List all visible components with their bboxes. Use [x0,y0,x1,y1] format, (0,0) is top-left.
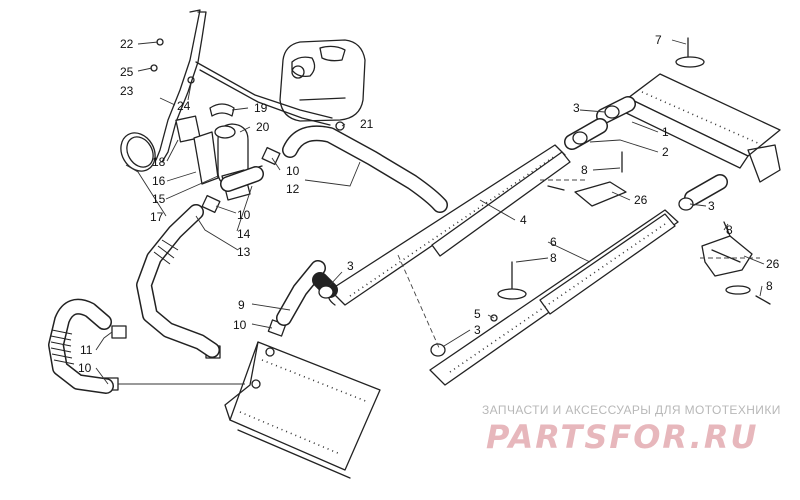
callout-10-low: 10 [233,318,247,332]
callout-5: 5 [474,307,481,321]
callout-8-d: 8 [550,251,557,265]
tunnel-heat-exchanger [224,341,381,479]
leader-lines [95,39,765,385]
end-clamps [318,105,694,357]
callout-2: 2 [662,145,669,159]
upper-hose [282,125,448,213]
watermark-tagline: ЗАПЧАСТИ И АКСЕССУАРЫ ДЛЯ МОТОТЕХНИКИ [482,403,781,417]
callout-19: 19 [254,101,268,115]
callout-3-c: 3 [708,199,715,213]
callout-3-a: 3 [347,259,354,273]
hose-9 [276,260,326,326]
callout-20: 20 [256,120,270,134]
hose-13 [136,204,220,358]
callout-21: 21 [360,117,374,131]
callout-26-a: 26 [634,193,648,207]
callout-12: 12 [286,182,300,196]
callout-14: 14 [237,227,251,241]
callout-10-top: 10 [286,164,300,178]
hose-14 [220,166,264,192]
callout-1: 1 [662,125,669,139]
callout-4: 4 [520,213,527,227]
callout-8-b: 8 [726,223,733,237]
brackets-26 [574,181,753,277]
callout-11: 11 [80,343,93,357]
callout-10-mid: 10 [237,208,251,222]
clamp-ring [120,132,156,172]
callout-3-d: 3 [474,323,481,337]
callout-15: 15 [152,192,166,206]
callout-8-a: 8 [581,163,588,177]
callout-16: 16 [152,174,166,188]
cooler-6 [429,209,679,386]
callout-26-b: 26 [766,257,780,271]
callout-23: 23 [120,84,134,98]
cooler-4 [327,144,571,306]
callout-3-b: 3 [573,101,580,115]
hose-11 [48,298,114,394]
overflow-bottle [175,103,263,201]
callout-9: 9 [238,298,245,312]
callout-24: 24 [177,99,191,113]
callout-18: 18 [152,155,166,169]
callout-7: 7 [655,33,662,47]
callout-17: 17 [150,210,164,224]
callout-labels: 22 25 23 24 19 20 21 18 16 15 17 10 12 1… [78,33,780,375]
callout-8-c: 8 [766,279,773,293]
reference-lines [397,179,760,351]
callout-25: 25 [120,65,134,79]
coolant-tank [279,39,366,122]
watermark-logo: PARTSFOR.RU [486,418,759,456]
callout-13: 13 [237,245,251,259]
callout-22: 22 [120,37,134,51]
rear-cooler [619,73,781,183]
callout-10-left: 10 [78,361,92,375]
callout-6: 6 [550,235,557,249]
